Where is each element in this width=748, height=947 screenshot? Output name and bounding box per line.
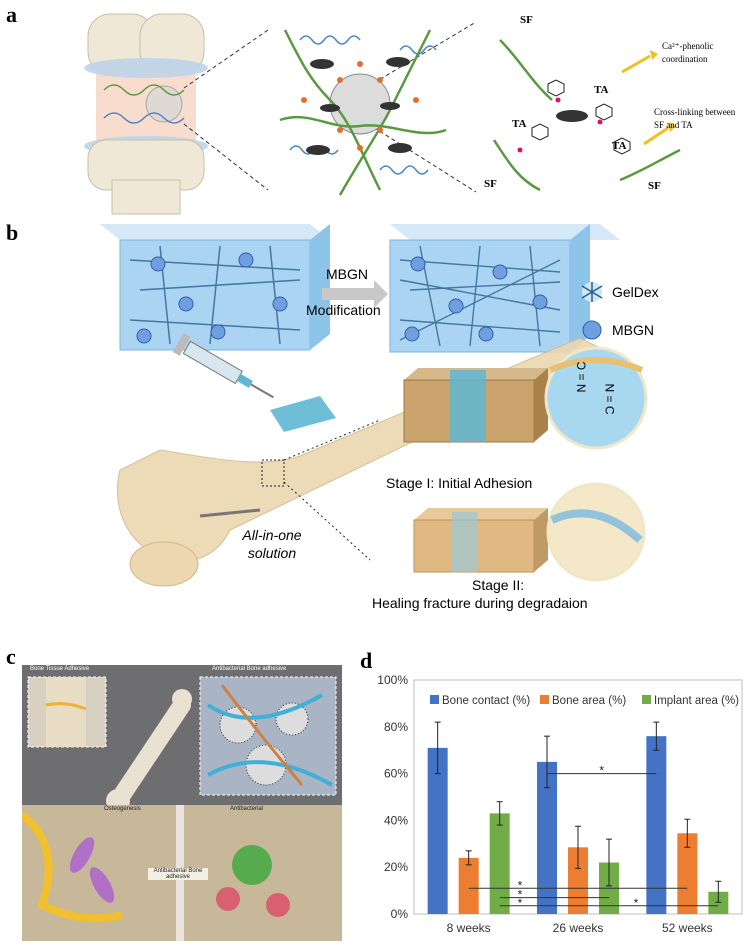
significance-star: *	[518, 888, 523, 902]
label-ta-right: TA	[612, 140, 627, 152]
chemical-structure	[492, 39, 681, 192]
bar	[489, 813, 510, 914]
panel-label-c: c	[6, 644, 16, 669]
panel-label-b: b	[6, 220, 19, 245]
legend-swatch	[642, 695, 651, 704]
stage2-label-line1: Stage II:	[472, 577, 525, 593]
label-sf-bottom-left: SF	[484, 178, 497, 190]
modification-arrow-label: Modification	[306, 302, 381, 318]
panel-label-d: d	[360, 648, 373, 673]
imine-label-1: N = C	[574, 361, 589, 393]
legend-swatch	[540, 695, 549, 704]
x-tick-label: 52 weeks	[662, 921, 713, 935]
stage1-block	[403, 368, 548, 443]
hydrogel-box-before	[100, 224, 330, 351]
significance-star: *	[634, 896, 639, 910]
label-sf-bottom-right: SF	[648, 180, 661, 192]
label-ta-left: TA	[512, 118, 527, 130]
x-tick-label: 26 weeks	[553, 921, 604, 935]
bar	[646, 736, 667, 914]
hydrogel-box-after	[389, 224, 620, 353]
stage2-zoom-circle	[546, 482, 646, 582]
geldex-legend-icon	[581, 282, 603, 302]
knee-joint-illustration	[84, 13, 208, 215]
y-tick-label: 60%	[384, 767, 408, 781]
legend-label: Bone contact (%)	[442, 695, 530, 707]
mbgn-arrow-label: MBGN	[326, 266, 368, 282]
bone-tissue-adhesive-label: Bone Tissue Adhesive	[30, 666, 90, 672]
panel-a-figure	[84, 13, 681, 215]
sf-ta-network	[279, 29, 447, 196]
legend-geldex-label: GelDex	[612, 284, 659, 300]
bar	[708, 891, 729, 914]
bar	[427, 747, 448, 914]
panel-label-a: a	[6, 2, 17, 27]
imine-label-2: N = C	[602, 383, 617, 415]
significance-star: *	[518, 878, 523, 892]
center-adhesive-label: Antibacterial Bone adhesive	[148, 868, 208, 880]
label-ca-coordination: Ca²⁺-phenolic coordination	[662, 41, 714, 64]
legend-mbgn-label: MBGN	[612, 322, 654, 338]
label-ta-top: TA	[594, 84, 609, 96]
legend-label: Bone area (%)	[552, 695, 626, 707]
bar	[677, 833, 698, 914]
y-tick-label: 80%	[384, 720, 408, 734]
y-tick-label: 100%	[377, 673, 408, 687]
x-tick-label: 8 weeks	[447, 921, 491, 935]
modification-arrow	[322, 280, 388, 308]
legend-swatch	[430, 695, 439, 704]
antibacterial-label: Antibacterial	[230, 806, 264, 812]
all-in-one-label: All-in-one solution	[242, 527, 302, 561]
significance-star: *	[518, 896, 523, 910]
stage2-block	[413, 508, 548, 573]
bar	[537, 761, 557, 914]
bar	[458, 857, 479, 914]
legend-label: Implant area (%)	[654, 695, 739, 707]
significance-star: *	[599, 764, 604, 778]
osteogenesis-label: Osteogenesis	[104, 806, 141, 812]
y-tick-label: 0%	[391, 907, 409, 921]
panel-b-figure	[100, 224, 648, 587]
mbgn-legend-icon	[582, 320, 602, 340]
stage1-zoom-circle	[544, 346, 648, 450]
stage2-label-line2: Healing fracture during degradaion	[372, 595, 588, 611]
y-tick-label: 20%	[384, 860, 408, 874]
label-sf-top: SF	[520, 14, 533, 26]
label-crosslinking: Cross-linking between SF and TA	[654, 107, 736, 130]
bar-chart: 0% 20% 40% 60% 80% 100% 8 weeks 26 weeks 52 week…	[377, 673, 743, 935]
panel-c-figure	[22, 665, 342, 941]
stage1-label: Stage I: Initial Adhesion	[386, 475, 533, 491]
y-tick-label: 40%	[384, 813, 408, 827]
antibacterial-bone-adhesive-label: Antibacterial Bone adhesive	[212, 666, 287, 672]
